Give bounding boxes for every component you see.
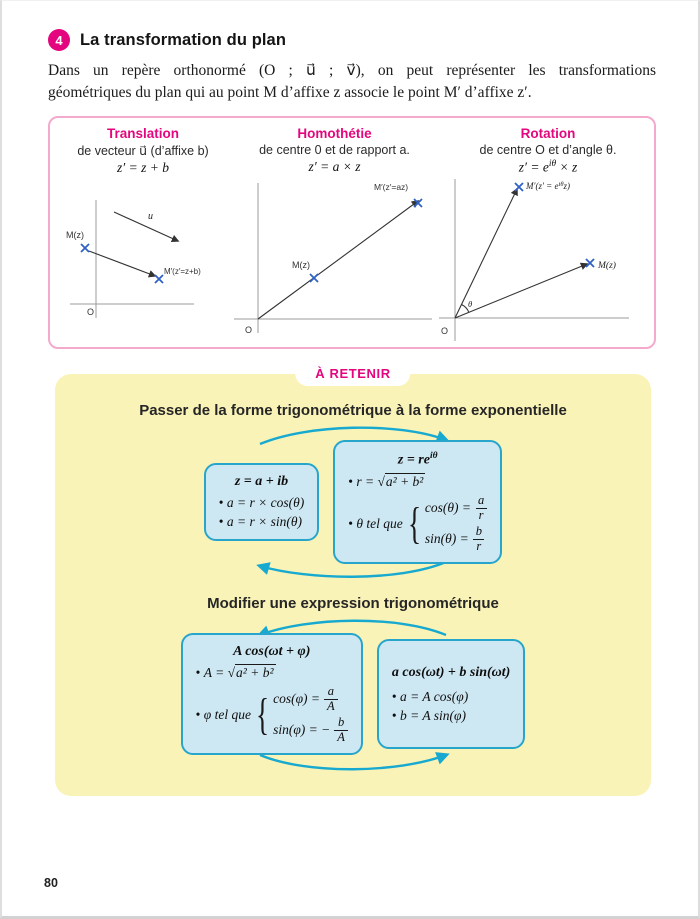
formula-box-exponential: z = reiθ r = √a² + b² θ tel que { cos(θ)…	[333, 440, 503, 565]
translation-diagram: O u⃗ M(z) M′(z′=z+b)	[66, 199, 201, 318]
rotation-column: Rotation de centre O et d’angle θ. z′ = …	[437, 126, 659, 346]
retenir-badge: À RETENIR	[295, 361, 411, 387]
system-label: θ tel que	[348, 516, 402, 532]
homothetie-diagram: O M(z) M′(z′=az)	[234, 182, 432, 335]
rotated-ray	[454, 188, 518, 319]
homothetie-subtitle: de centre 0 et de rapport a.	[259, 142, 410, 157]
exp-cycle: z = a + ib a = r × cos(θ) a = r × sin(θ)…	[203, 421, 503, 583]
rotation-formula: z′ = eiθ × z	[518, 158, 578, 175]
formula-box-algebraic: z = a + ib a = r × cos(θ) a = r × sin(θ)	[203, 463, 320, 542]
rotation-title: Rotation	[520, 125, 576, 141]
trig-heading: Modifier une expression trigonométrique	[207, 595, 499, 613]
brace-sign: {	[407, 498, 421, 548]
rotation-subtitle: de centre O et d’angle θ.	[479, 142, 617, 157]
transformations-box: Translation de vecteur u⃗ (d’affixe b) z…	[48, 115, 659, 350]
page-content: 4 La transformation du plan Dans un repè…	[2, 1, 698, 797]
translation-title: Translation	[106, 125, 179, 141]
formula-bullet: a = A cos(φ)	[392, 689, 510, 705]
rotation-diagram: O M′(z′ = eiθz) M(z) θ	[439, 179, 629, 342]
point-mprime-marker	[154, 274, 164, 284]
original-ray	[454, 263, 589, 319]
origin-label: O	[441, 326, 448, 336]
formula-box-linear-combination: a cos(ωt) + b sin(ωt) a = A cos(φ) b = A…	[376, 639, 526, 750]
point-mprime-label: M′(z′ = eiθz)	[525, 181, 570, 191]
formula-title: a cos(ωt) + b sin(ωt)	[391, 664, 511, 680]
formula-box-amplitude-phase: A cos(ωt + φ) A = √a² + b² φ tel que { c…	[180, 633, 363, 756]
point-m-label: M(z)	[66, 230, 84, 240]
section-number-badge: 4	[48, 29, 70, 51]
retenir-box: À RETENIR Passer de la forme trigonométr…	[55, 361, 651, 797]
vector-u-label: u⃗	[148, 211, 161, 222]
vector-u-arrow	[113, 211, 180, 242]
trig-cycle: A cos(ωt + φ) A = √a² + b² φ tel que { c…	[180, 614, 526, 774]
page-title: La transformation du plan	[80, 30, 287, 49]
point-mprime-label: M′(z′=z+b)	[164, 267, 201, 276]
formula-bullet: b = A sin(φ)	[392, 708, 510, 724]
sqrt-sign: √	[227, 665, 236, 681]
translation-column: Translation de vecteur u⃗ (d’affixe b) z…	[54, 126, 232, 346]
translation-formula: z′ = z + b	[117, 159, 169, 175]
formula-title: z = a + ib	[234, 474, 289, 490]
point-m-marker	[309, 273, 319, 283]
point-m-marker	[585, 258, 595, 269]
intro-line-2: géométriques du plan qui au point M d’af…	[48, 84, 532, 102]
formula-system: φ tel que { cos(φ) =aA sin(φ) = −bA	[196, 685, 348, 744]
sqrt-sign: √	[377, 474, 385, 490]
point-mprime-marker	[514, 182, 524, 193]
page-number: 80	[44, 876, 58, 890]
point-m-label: M(z)	[292, 260, 310, 270]
point-mprime-label: M′(z′=az)	[374, 182, 408, 192]
formula-title: z = reiθ	[397, 451, 438, 469]
origin-label: O	[87, 307, 94, 317]
exp-heading: Passer de la forme trigonométrique à la …	[139, 402, 567, 420]
section-header: 4 La transformation du plan	[48, 29, 656, 51]
translation-subtitle: de vecteur u⃗ (d’affixe b)	[77, 143, 209, 158]
angle-theta-label: θ	[468, 299, 472, 309]
point-m-label: M(z)	[597, 260, 616, 271]
homothetie-formula: z′ = a × z	[308, 158, 361, 174]
formula-radical: A = √a² + b²	[196, 664, 348, 681]
angle-arc	[461, 304, 470, 313]
homothetie-ray	[257, 200, 420, 320]
homothetie-column: Homothétie de centre 0 et de rapport a. …	[232, 126, 437, 346]
formula-system: θ tel que { cos(θ) =ar sin(θ) =br	[348, 494, 487, 553]
intro-line-1: Dans un repère orthonormé (O ; u⃗ ; v⃗),…	[48, 62, 656, 79]
formula-bullet: a = r × sin(θ)	[219, 514, 304, 530]
formula-bullet: a = r × cos(θ)	[219, 495, 304, 511]
origin-label: O	[245, 325, 252, 335]
brace-sign: {	[255, 689, 270, 739]
translation-arrow	[88, 250, 157, 278]
point-mprime-marker	[413, 198, 423, 208]
homothetie-title: Homothétie	[297, 125, 372, 141]
intro-paragraph: Dans un repère orthonormé (O ; u⃗ ; v⃗),…	[48, 60, 656, 105]
point-m-marker	[80, 243, 90, 253]
formula-radical: r = √a² + b²	[348, 473, 487, 490]
system-label: φ tel que	[196, 707, 251, 723]
formula-title: A cos(ωt + φ)	[233, 644, 311, 660]
